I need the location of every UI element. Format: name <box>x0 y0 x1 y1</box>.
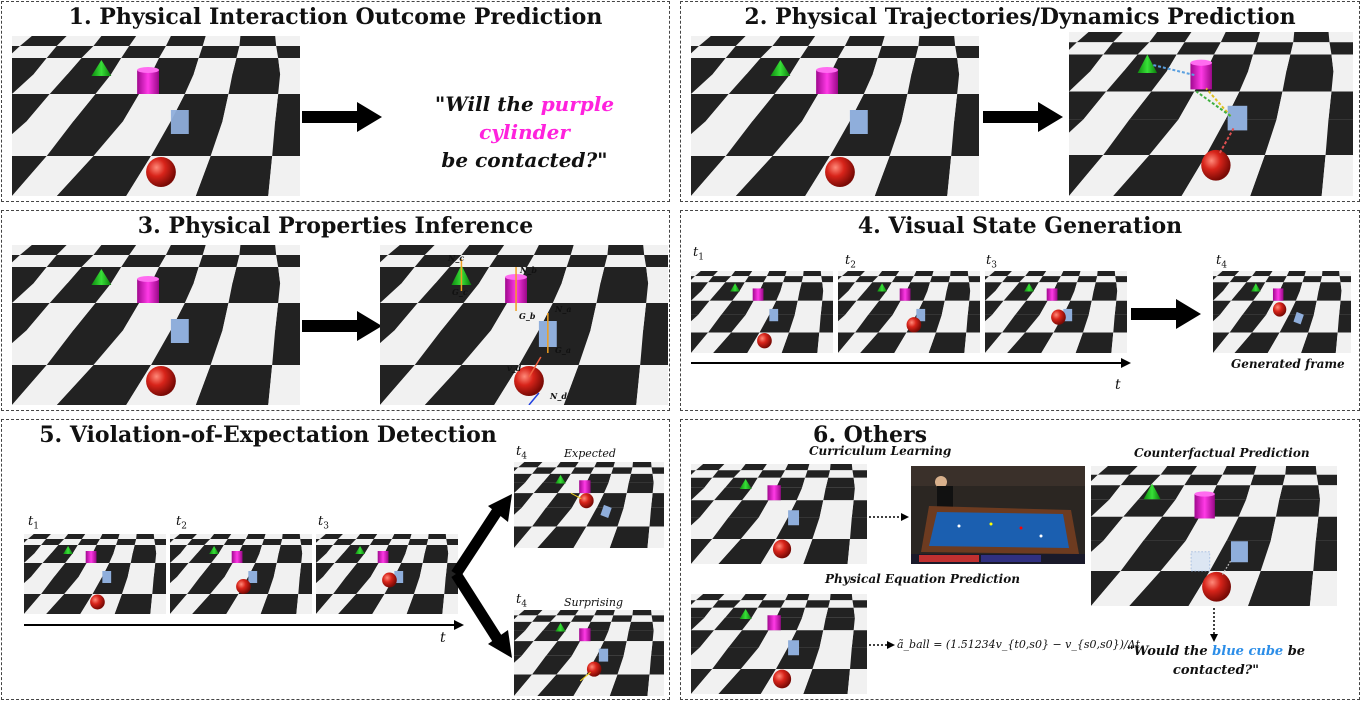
time-label-3: t3 <box>986 253 997 271</box>
panel-title: 1. Physical Interaction Outcome Predicti… <box>68 4 603 30</box>
frame-t1 <box>24 534 166 614</box>
panel-trajectories: 2. Physical Trajectories/Dynamics Predic… <box>680 1 1360 202</box>
label-n-d: N_d <box>550 391 567 401</box>
panel-others: 6. Others Curriculum Learning Counterfac… <box>680 419 1360 700</box>
counterfactual-question: "Would the blue cube be contacted?" <box>1126 644 1306 678</box>
panel-visual-state: 4. Visual State Generation t1 t2 t3 t4 t… <box>680 210 1360 411</box>
branch-arrows <box>451 494 512 658</box>
panel-title: 3. Physical Properties Inference <box>137 213 534 239</box>
time-label-1: t1 <box>693 245 704 263</box>
right-arrow-icon <box>1131 299 1201 329</box>
down-arrow <box>1210 608 1218 642</box>
panel-title: 6. Others <box>813 422 927 448</box>
time-label-4-expected: t4 <box>516 444 527 462</box>
question-text: "Will the purple cylinder be contacted?" <box>434 92 615 172</box>
time-label-3: t3 <box>318 514 329 532</box>
right-arrow-icon <box>983 102 1063 132</box>
frame-t2 <box>170 534 312 614</box>
dotted-arrow <box>869 513 909 521</box>
time-arrow <box>24 620 464 630</box>
counterfactual-caption: Counterfactual Prediction <box>1134 446 1310 460</box>
time-axis-label: t <box>440 630 446 646</box>
curriculum-scene <box>691 464 867 564</box>
equation-text: ã_ball = (1.51234v_{t0,s0} − v_{s0,s0})/… <box>897 638 1141 651</box>
time-axis-label: t <box>1115 377 1121 393</box>
label-n-c: N_c <box>448 253 465 263</box>
curriculum-caption: Curriculum Learning <box>809 444 952 458</box>
frame-expected <box>514 462 664 548</box>
panel-violation: 5. Violation-of-Expectation Detection t1… <box>1 419 670 700</box>
time-arrow <box>691 358 1131 368</box>
time-label-4: t4 <box>1216 253 1227 271</box>
expected-caption: Expected <box>564 447 616 460</box>
panel-properties: 3. Physical Properties Inference <box>1 210 670 411</box>
scene-with-trajectories <box>1069 32 1353 196</box>
panel-title: 5. Violation-of-Expectation Detection <box>39 422 497 448</box>
label-n-a: N_a <box>555 304 572 314</box>
label-g-c: G_c <box>452 287 468 297</box>
frame-t1 <box>691 271 833 353</box>
billiards-photo <box>911 466 1085 564</box>
panel-title: 2. Physical Trajectories/Dynamics Predic… <box>744 4 1296 30</box>
right-arrow-icon <box>302 311 382 341</box>
frame-t3 <box>316 534 458 614</box>
label-n-b: N_b <box>520 265 537 275</box>
equation-caption: Physical Equation Prediction <box>825 572 1020 586</box>
generated-frame-caption: Generated frame <box>1231 357 1345 371</box>
surprising-caption: Surprising <box>564 596 623 609</box>
scene-image <box>12 245 300 405</box>
frame-t2 <box>838 271 980 353</box>
time-label-4-surprising: t4 <box>516 592 527 610</box>
label-v-d: v_d <box>507 363 522 373</box>
time-label-2: t2 <box>845 253 856 271</box>
generated-frame <box>1213 271 1351 353</box>
label-g-b: G_b <box>519 311 536 321</box>
frame-t3 <box>985 271 1127 353</box>
right-arrow-icon <box>302 102 382 132</box>
scene-with-forces <box>380 245 668 405</box>
cone <box>91 60 112 76</box>
time-label-2: t2 <box>176 514 187 532</box>
frame-surprising <box>514 610 664 696</box>
counterfactual-scene <box>1091 466 1337 606</box>
scene-image <box>12 36 300 196</box>
label-g-a: G_a <box>555 345 572 355</box>
scene-image <box>691 36 979 196</box>
panel-title: 4. Visual State Generation <box>857 213 1183 239</box>
time-label-1: t1 <box>28 514 39 532</box>
dotted-arrow <box>869 641 895 649</box>
panel-interaction-outcome: 1. Physical Interaction Outcome Predicti… <box>1 1 670 202</box>
equation-scene <box>691 594 867 694</box>
